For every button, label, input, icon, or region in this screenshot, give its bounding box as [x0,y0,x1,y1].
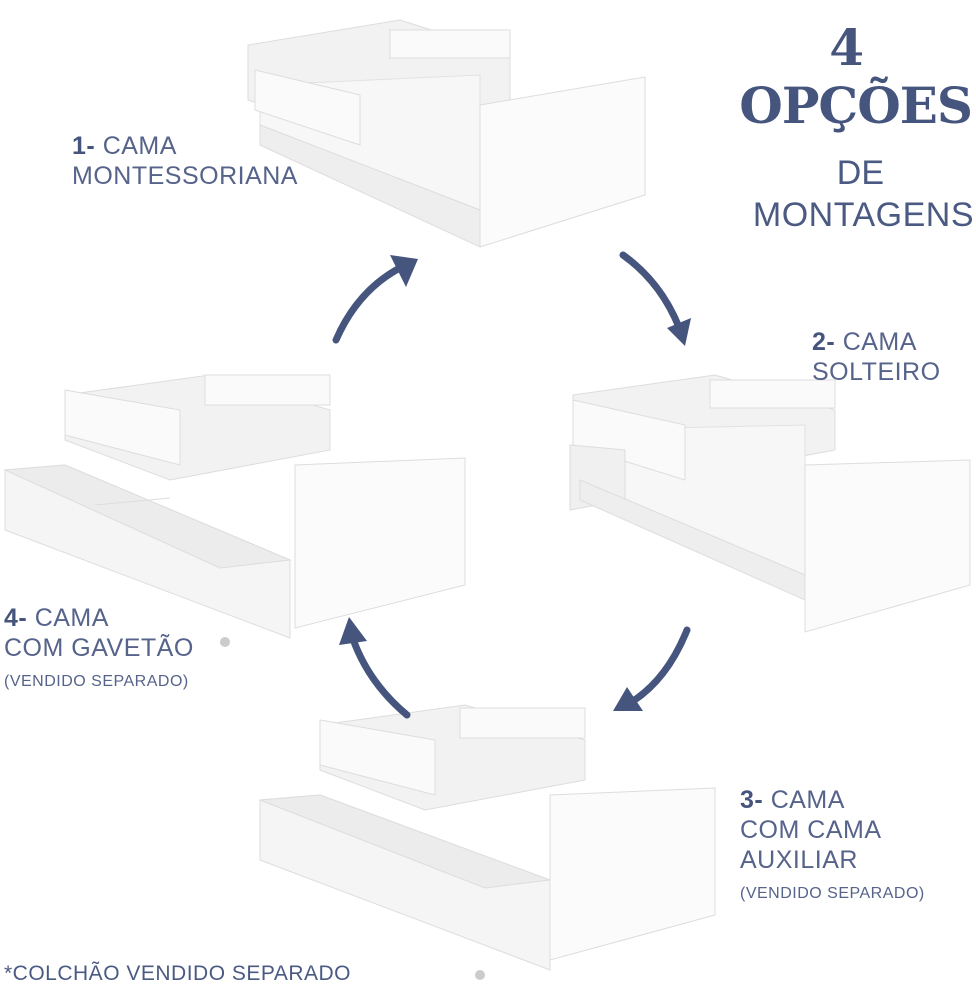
title-line4: MONTAGENS [752,196,974,234]
arrow-1-to-2-icon [619,251,691,346]
option-4-number: 4- [4,604,28,632]
bed-montessoriana-image [247,19,646,248]
title-number: 4 [829,18,864,77]
option-1-label: 1- CAMA MONTESSORIANA [72,132,298,190]
title-main: OPÇÕES [739,76,973,135]
arrow-4-to-1-icon [332,255,418,344]
bed-solteiro-image [569,374,971,633]
option-3-note: (VENDIDO SEPARADO) [740,885,925,902]
title-line3: DE [836,154,884,192]
option-4-note: (VENDIDO SEPARADO) [4,673,189,690]
option-1-number: 1- [72,132,96,160]
option-3-label: 3- CAMA COM CAMA AUXILIAR (VENDIDO SEPAR… [740,786,925,902]
bed-gavetao-image [3,374,466,647]
option-3-number: 3- [740,786,764,814]
arrow-2-to-3-icon [613,626,691,711]
option-4-label: 4- CAMA COM GAVETÃO (VENDIDO SEPARADO) [4,604,194,690]
option-2-number: 2- [812,328,836,356]
arrow-3-to-4-icon [339,617,411,719]
footnote: *COLCHÃO VENDIDO SEPARADO [4,962,352,985]
bed-auxiliar-image [259,704,716,980]
option-2-label: 2- CAMA SOLTEIRO [812,328,941,386]
